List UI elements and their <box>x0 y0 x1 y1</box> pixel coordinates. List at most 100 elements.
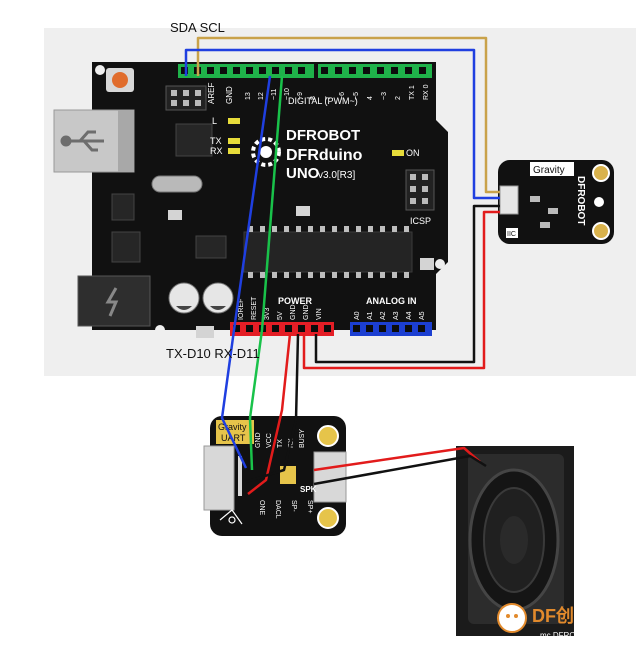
header-hole <box>285 325 292 332</box>
capacitor-1 <box>168 282 200 314</box>
header-hole <box>272 67 279 74</box>
header-hole <box>298 67 305 74</box>
header-hole <box>418 325 425 332</box>
watermark-robot-icon <box>497 603 527 633</box>
uart-title-line2: UART <box>221 433 246 443</box>
analog-pin-label: A1 <box>367 311 374 320</box>
reset-button <box>112 72 128 88</box>
analog-pin-label: A5 <box>419 311 426 320</box>
on-label: ON <box>406 148 420 158</box>
uart-connector <box>203 445 235 511</box>
chip-pin <box>248 226 253 232</box>
header-hole <box>321 67 328 74</box>
upper-icsp-pins <box>171 90 201 106</box>
chip-pin <box>320 272 325 278</box>
wire-sda <box>184 48 500 200</box>
uart-mount-hole-top <box>317 425 339 447</box>
digital-pin-label: ~6 <box>339 92 346 100</box>
led-tx-label: TX <box>210 136 222 146</box>
watermark-brand: DF创 <box>532 605 574 626</box>
led-tx <box>228 138 240 144</box>
gnd-pin-label: GND <box>225 86 234 104</box>
chip-pin <box>248 272 253 278</box>
uart-module-body <box>210 416 346 536</box>
i2c-module-body <box>498 160 614 244</box>
tx-rx-label: TX-D10 RX-D11 <box>166 346 260 361</box>
analog-pin-label: A4 <box>406 311 413 320</box>
uart-title-line1: Gravity <box>218 422 247 432</box>
speaker-connector <box>313 451 347 503</box>
i2c-component-2 <box>548 208 558 214</box>
uart-bottom-pin-label: DACL <box>274 500 281 519</box>
i2c-component-1 <box>530 196 540 202</box>
chip-pin <box>260 272 265 278</box>
analog-label: ANALOG IN <box>366 296 417 306</box>
chip-pin <box>260 226 265 232</box>
led-l-label: L <box>212 116 217 126</box>
i2c-component-3 <box>540 222 550 228</box>
analog-pin-label: A2 <box>380 311 387 320</box>
uart-top-pin-label: GND <box>255 432 262 448</box>
chip-pin <box>320 226 325 232</box>
power-pin-label: 3V3 <box>264 307 271 320</box>
header-hole <box>207 67 214 74</box>
led-rx <box>228 148 240 154</box>
chip-pin <box>308 226 313 232</box>
uart-title-box <box>216 420 254 444</box>
chip-pin <box>344 226 349 232</box>
led-on <box>392 150 404 156</box>
icsp-pin <box>422 186 428 192</box>
usb-connector-edge <box>118 110 134 172</box>
icsp-label: ICSP <box>410 216 431 226</box>
resistor-d <box>420 258 434 270</box>
header-hole <box>405 325 412 332</box>
digital-pin-label: 2 <box>395 96 402 100</box>
chip-pin <box>392 272 397 278</box>
diode <box>196 326 214 338</box>
power-pin-label: IOREF <box>238 299 245 320</box>
atmega-chip-pins <box>248 226 409 278</box>
regulator-1 <box>111 193 135 221</box>
i2c-title: Gravity <box>533 165 565 176</box>
chip-pin <box>368 272 373 278</box>
header-hole <box>324 325 331 332</box>
digital-pin-label: RX 0 <box>423 84 430 100</box>
chip-pin <box>284 272 289 278</box>
header-hole <box>259 67 266 74</box>
gravity-i2c-module: Gravity IIC DFROBOT <box>498 160 614 244</box>
header-hole <box>391 67 398 74</box>
header-hole <box>233 325 240 332</box>
mount-hole-2 <box>435 259 445 269</box>
power-pin-label: VIN <box>316 308 323 320</box>
chip-pin <box>380 272 385 278</box>
model-label: DFRduino <box>286 147 363 164</box>
icsp-pin <box>195 100 201 106</box>
uno-label: UNO <box>286 165 320 182</box>
icsp-pin <box>410 198 416 204</box>
power-label: POWER <box>278 296 313 306</box>
header-hole <box>246 325 253 332</box>
chip-pin <box>380 226 385 232</box>
uart-top-pin-label: TX <box>277 439 284 448</box>
i2c-title-box <box>530 162 574 176</box>
uart-bottom-pin-label: SP- <box>290 500 297 512</box>
header-hole <box>272 325 279 332</box>
wire-rx <box>248 75 284 471</box>
icsp-pin <box>171 90 177 96</box>
digital-pin-label: 4 <box>367 96 374 100</box>
chip-pin <box>296 272 301 278</box>
icsp-pin <box>183 100 189 106</box>
chip-pin <box>332 272 337 278</box>
header-hole <box>298 325 305 332</box>
usb-chip <box>175 123 213 157</box>
wire-i2c-vcc <box>302 210 500 370</box>
i2c-mount-hole-top <box>592 164 610 182</box>
chip-pin <box>392 226 397 232</box>
watermark-sub: mc.DFRO <box>540 631 576 640</box>
digital-pin-label: ~10 <box>284 88 291 100</box>
chip-pin <box>296 226 301 232</box>
i2c-logo-icon <box>594 197 604 207</box>
bottom-header-holes <box>233 325 425 332</box>
